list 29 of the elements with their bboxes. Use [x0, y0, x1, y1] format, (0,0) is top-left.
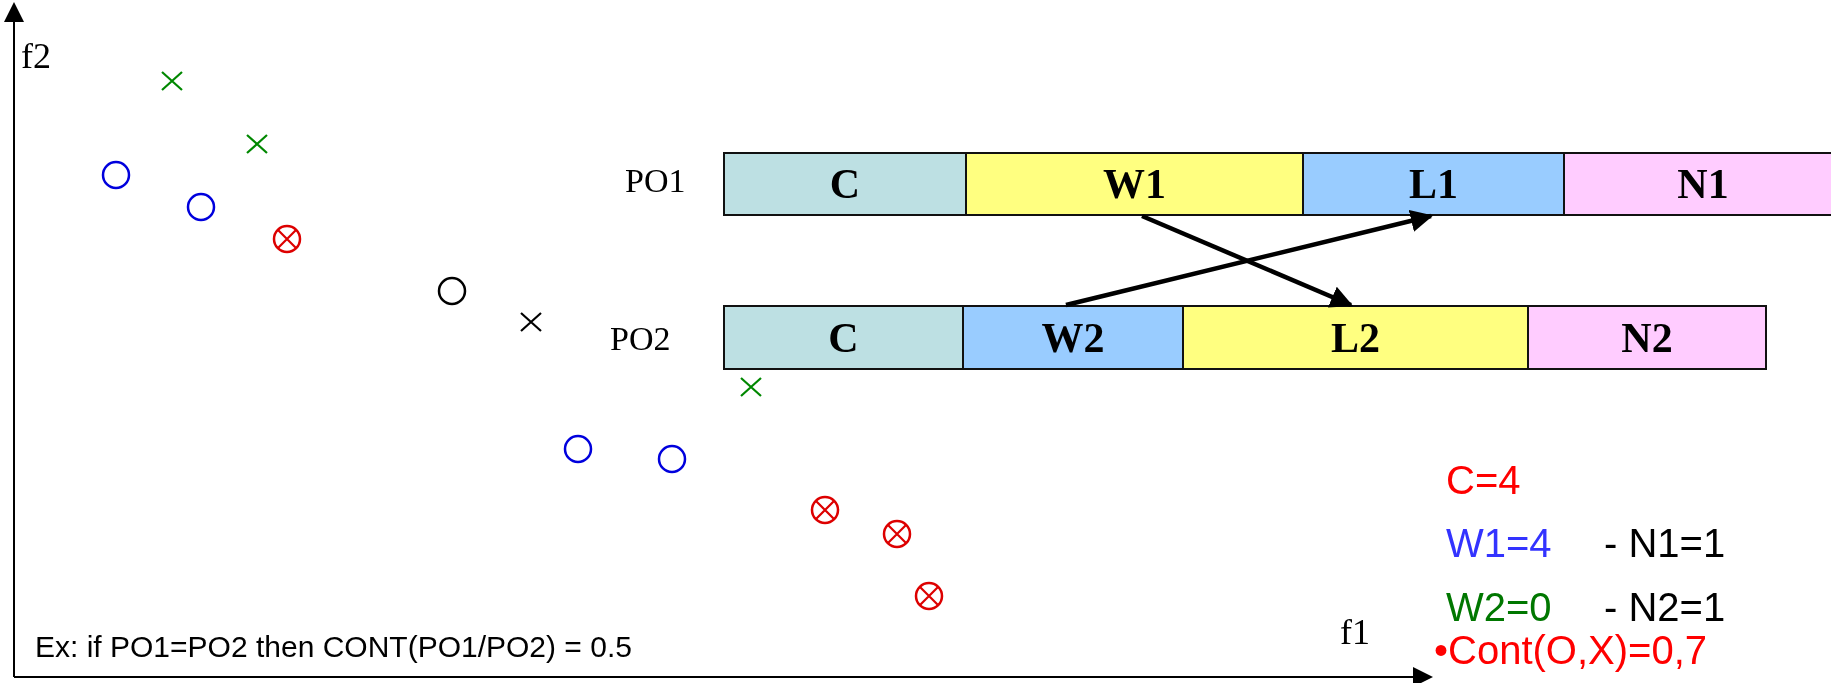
segment-label: W2	[1041, 316, 1105, 359]
segment-label: L1	[1409, 163, 1458, 205]
text-label: Ex: if PO1=PO2 then CONT(PO1/PO2) = 0.5	[35, 632, 632, 662]
text-label: W1=4	[1446, 523, 1552, 563]
text-label: f2	[21, 38, 51, 74]
bar-segment	[1527, 305, 1767, 370]
segment-label: N2	[1621, 316, 1673, 359]
arrow	[1141, 213, 1354, 308]
bar-segment	[1563, 152, 1831, 216]
arrow	[1065, 209, 1434, 308]
bar-segment	[962, 305, 1184, 370]
bar-segment	[1302, 152, 1565, 216]
text-label: PO2	[610, 322, 671, 356]
bar-segment	[723, 152, 967, 216]
segment-label: C	[829, 163, 861, 205]
text-label: - N1=1	[1604, 523, 1726, 563]
text-label: C=4	[1446, 460, 1521, 500]
segment-label: N1	[1677, 163, 1729, 205]
segment-label: W1	[1103, 163, 1166, 205]
segment-label: C	[828, 316, 859, 359]
text-label: •Cont(O,X)=0,7	[1434, 630, 1707, 670]
text-label: - N2=1	[1604, 587, 1726, 627]
segment-label: L2	[1331, 316, 1380, 359]
text-label: W2=0	[1446, 587, 1552, 627]
bar-segment	[723, 305, 964, 370]
text-label: f1	[1340, 614, 1370, 650]
text-label: PO1	[625, 164, 686, 198]
bar-segment	[965, 152, 1304, 216]
bar-segment	[1182, 305, 1529, 370]
